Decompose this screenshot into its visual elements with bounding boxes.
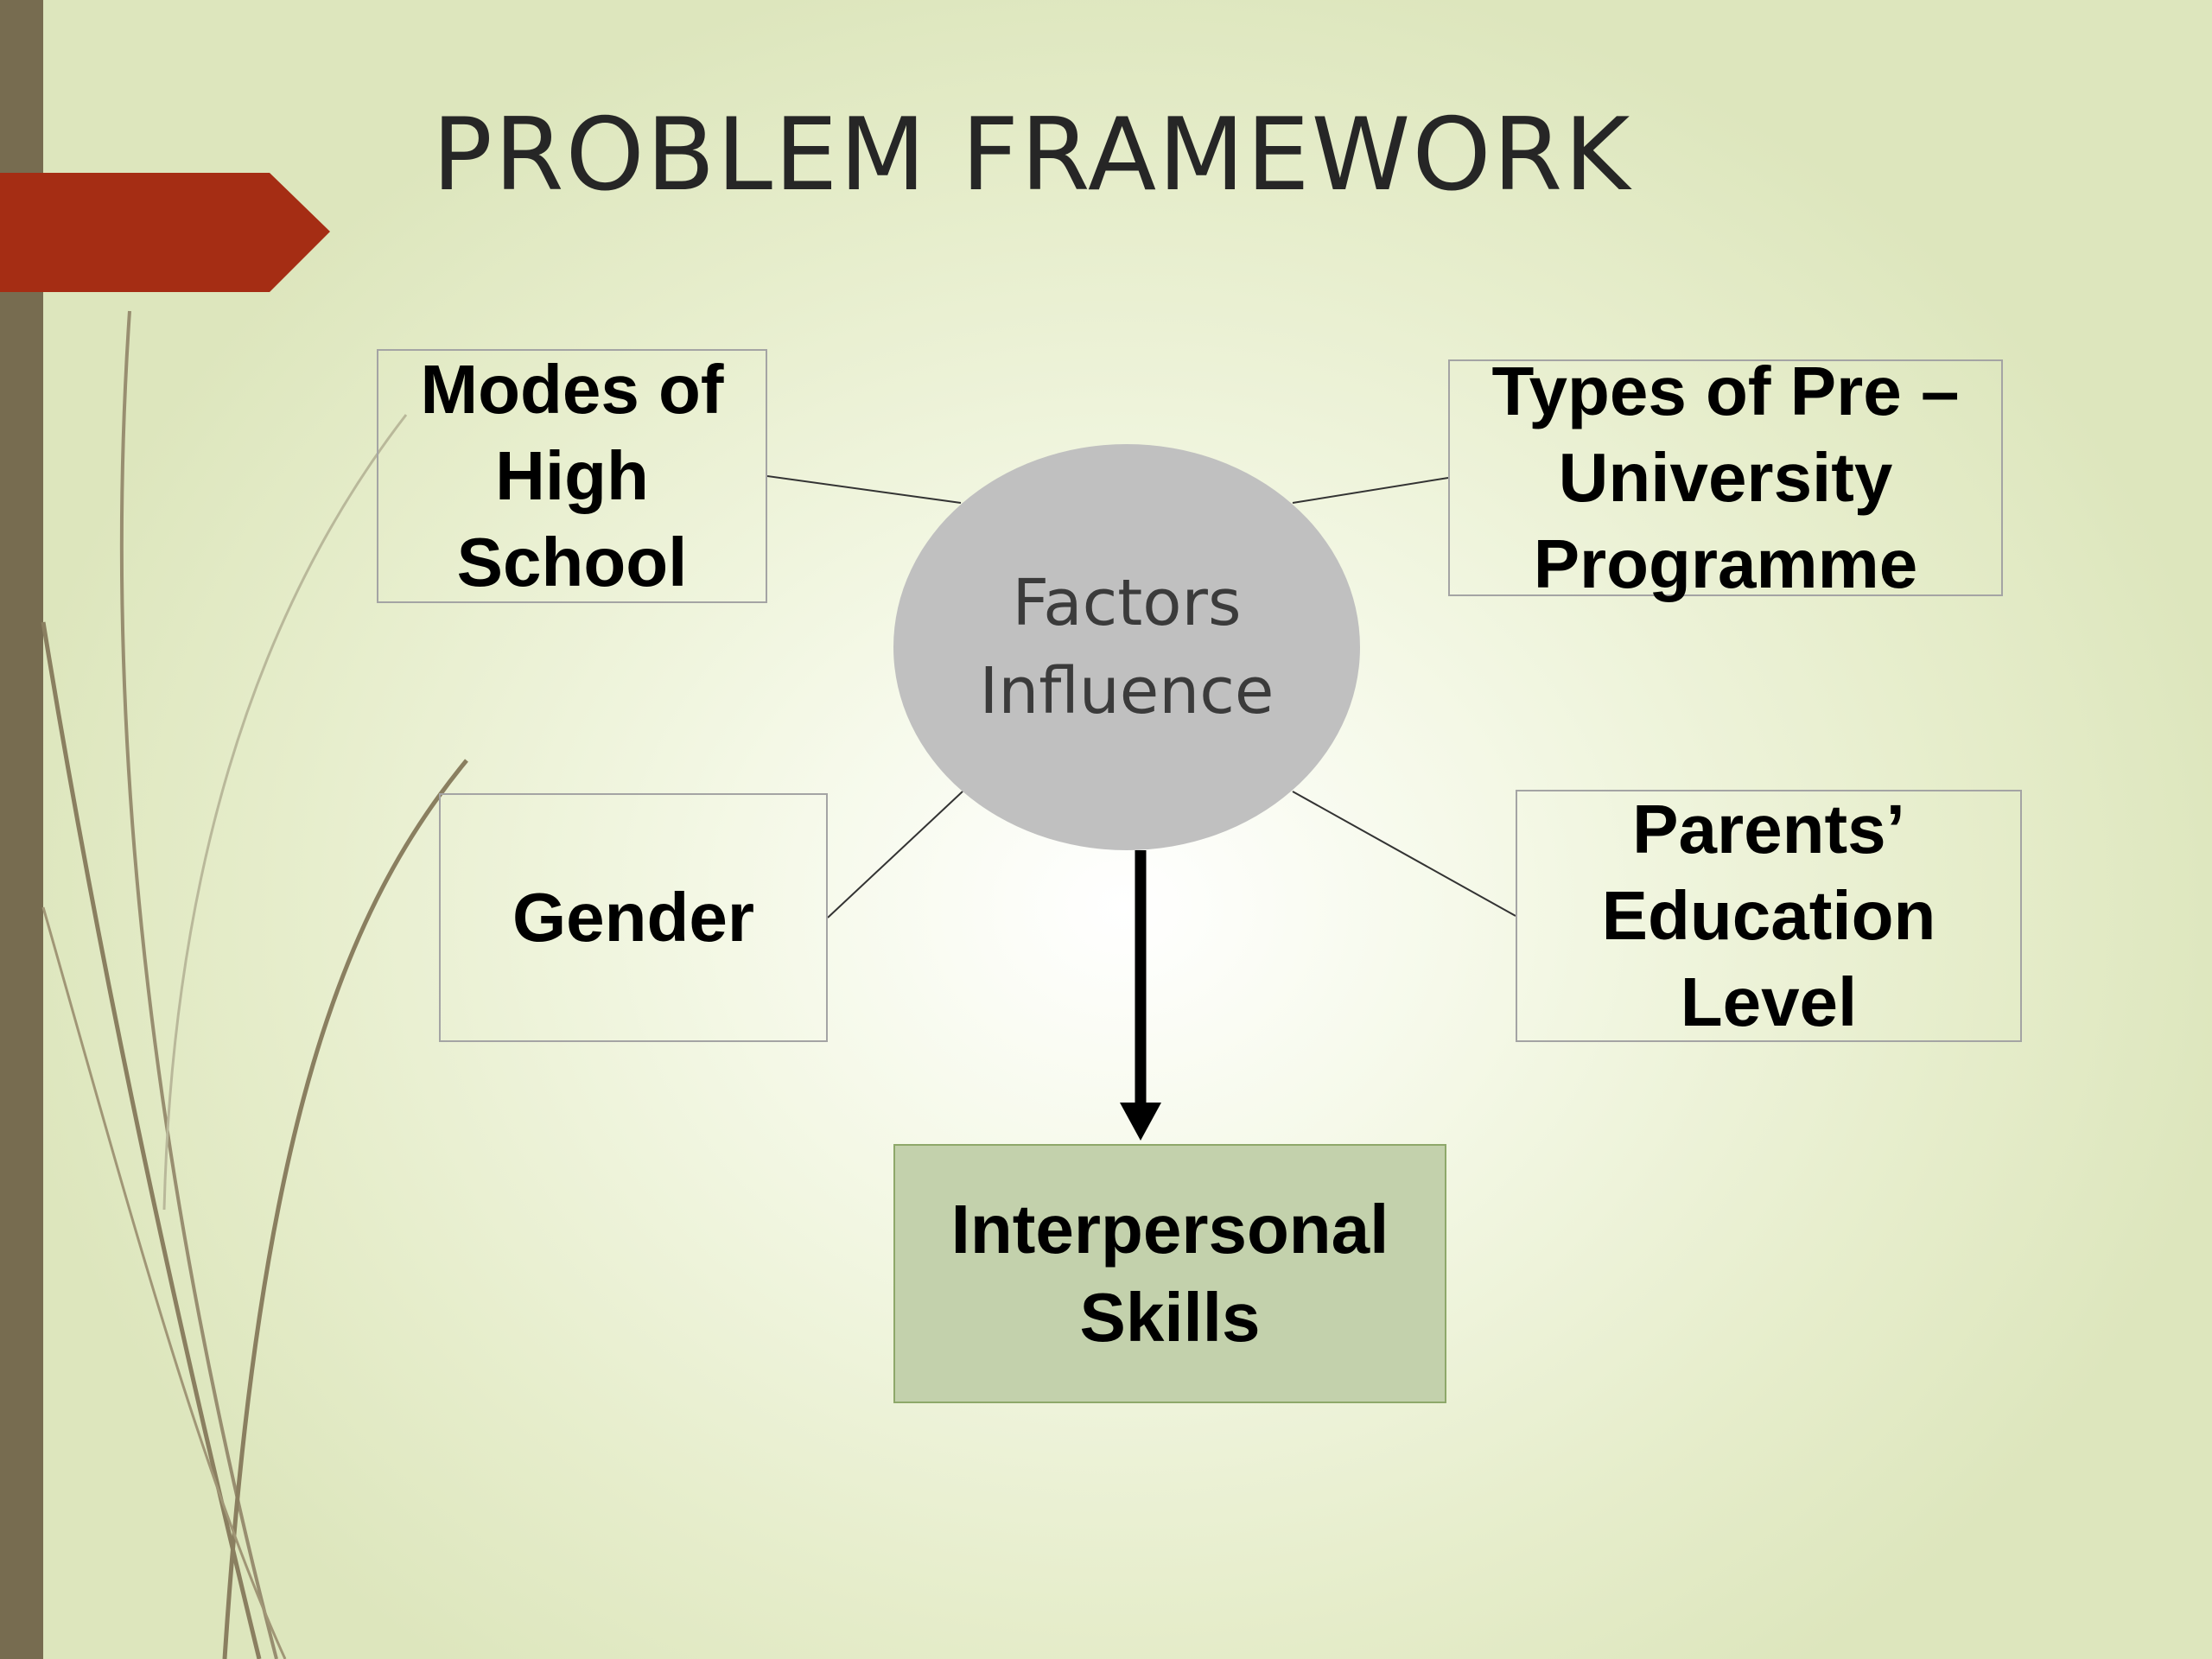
hub-label-line: Influence xyxy=(979,654,1274,728)
factor-label-line: Types of Pre – xyxy=(1491,353,1960,429)
accent-arrow-icon xyxy=(0,173,330,292)
hub-label-line: Factors xyxy=(1012,566,1242,640)
factor-box-parents-education-level: Parents’ Education Level xyxy=(1516,790,2022,1042)
factor-label-line: Education xyxy=(1601,877,1936,954)
factor-label-line: High xyxy=(495,437,649,514)
outcome-box-interpersonal-skills: Interpersonal Skills xyxy=(893,1144,1446,1403)
factor-label-line: Programme xyxy=(1533,525,1918,602)
factor-label-line: Modes of xyxy=(420,351,724,428)
factor-box-modes-of-high-school: Modes of High School xyxy=(377,349,767,603)
factor-label-line: Level xyxy=(1680,963,1858,1040)
hub-factors-influence: Factors Influence xyxy=(893,444,1360,850)
factor-label-line: Parents’ xyxy=(1632,791,1905,868)
outcome-label-line: Interpersonal xyxy=(950,1191,1389,1268)
slide-title: PROBLEM FRAMEWORK xyxy=(432,97,1632,213)
outcome-label-line: Skills xyxy=(1079,1279,1261,1356)
factor-label-line: School xyxy=(456,524,688,601)
factor-box-types-of-pre-university-programme: Types of Pre – University Programme xyxy=(1448,353,2003,602)
factor-label-line: Gender xyxy=(512,879,755,956)
factor-box-gender: Gender xyxy=(439,793,828,1042)
factor-label-line: University xyxy=(1558,439,1893,516)
